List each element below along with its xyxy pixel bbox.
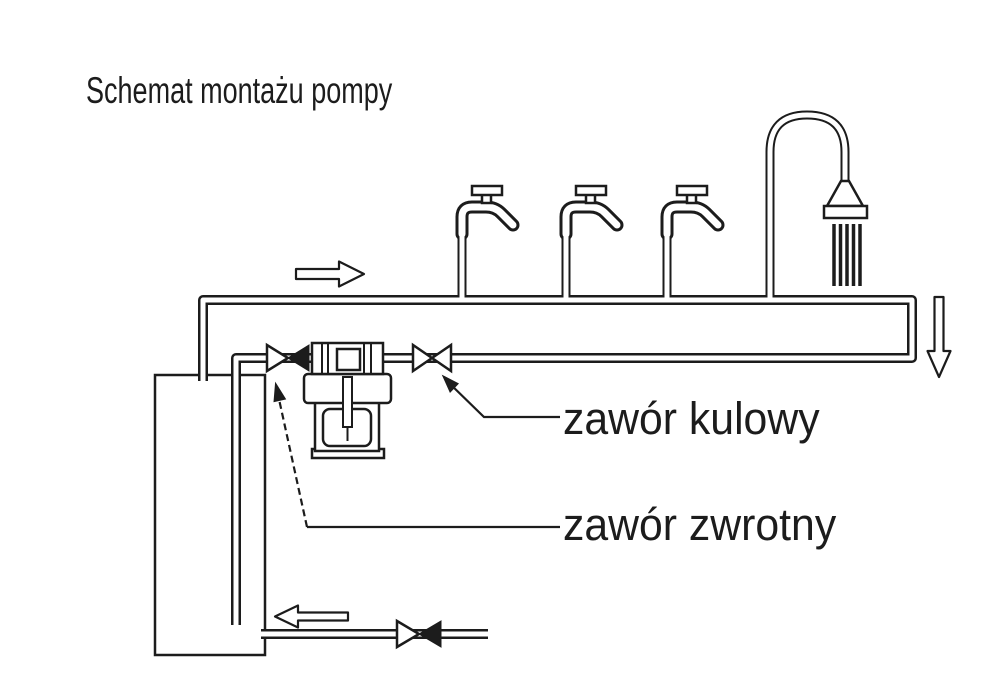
flow-right-arrow-icon bbox=[294, 260, 366, 288]
ball-valve-leader-arrowhead bbox=[441, 374, 460, 393]
tap3-handle-icon bbox=[675, 184, 709, 197]
pipe-network-bore bbox=[200, 112, 915, 637]
flow-down-arrow-icon bbox=[926, 295, 952, 379]
label-leaders bbox=[273, 374, 560, 529]
pump bbox=[302, 341, 393, 460]
inlet-check-valve-symbol bbox=[395, 618, 442, 650]
shower-spray bbox=[832, 224, 862, 286]
water-tank bbox=[153, 373, 267, 657]
tap2-handle-icon bbox=[574, 184, 608, 197]
check-valve-leader-arrowhead bbox=[273, 381, 287, 403]
flow-left-arrow-icon bbox=[273, 604, 350, 629]
check-valve-label: zawór zwrotny bbox=[563, 499, 837, 550]
tap-handles bbox=[470, 184, 709, 205]
check-valve-symbol bbox=[265, 342, 310, 374]
check-valve-leader-diagonal bbox=[275, 389, 309, 528]
ball-valve-label: zawór kulowy bbox=[563, 393, 820, 444]
tap1-handle-icon bbox=[470, 184, 504, 197]
ball-valve-symbol bbox=[411, 342, 453, 374]
page-title: Schemat montażu pompy bbox=[86, 70, 393, 111]
pump-head-center bbox=[335, 347, 362, 372]
ball-valve-leader bbox=[446, 380, 560, 419]
flow-arrows bbox=[273, 260, 952, 629]
pump-shaft bbox=[342, 376, 353, 428]
shower-head bbox=[822, 179, 869, 286]
